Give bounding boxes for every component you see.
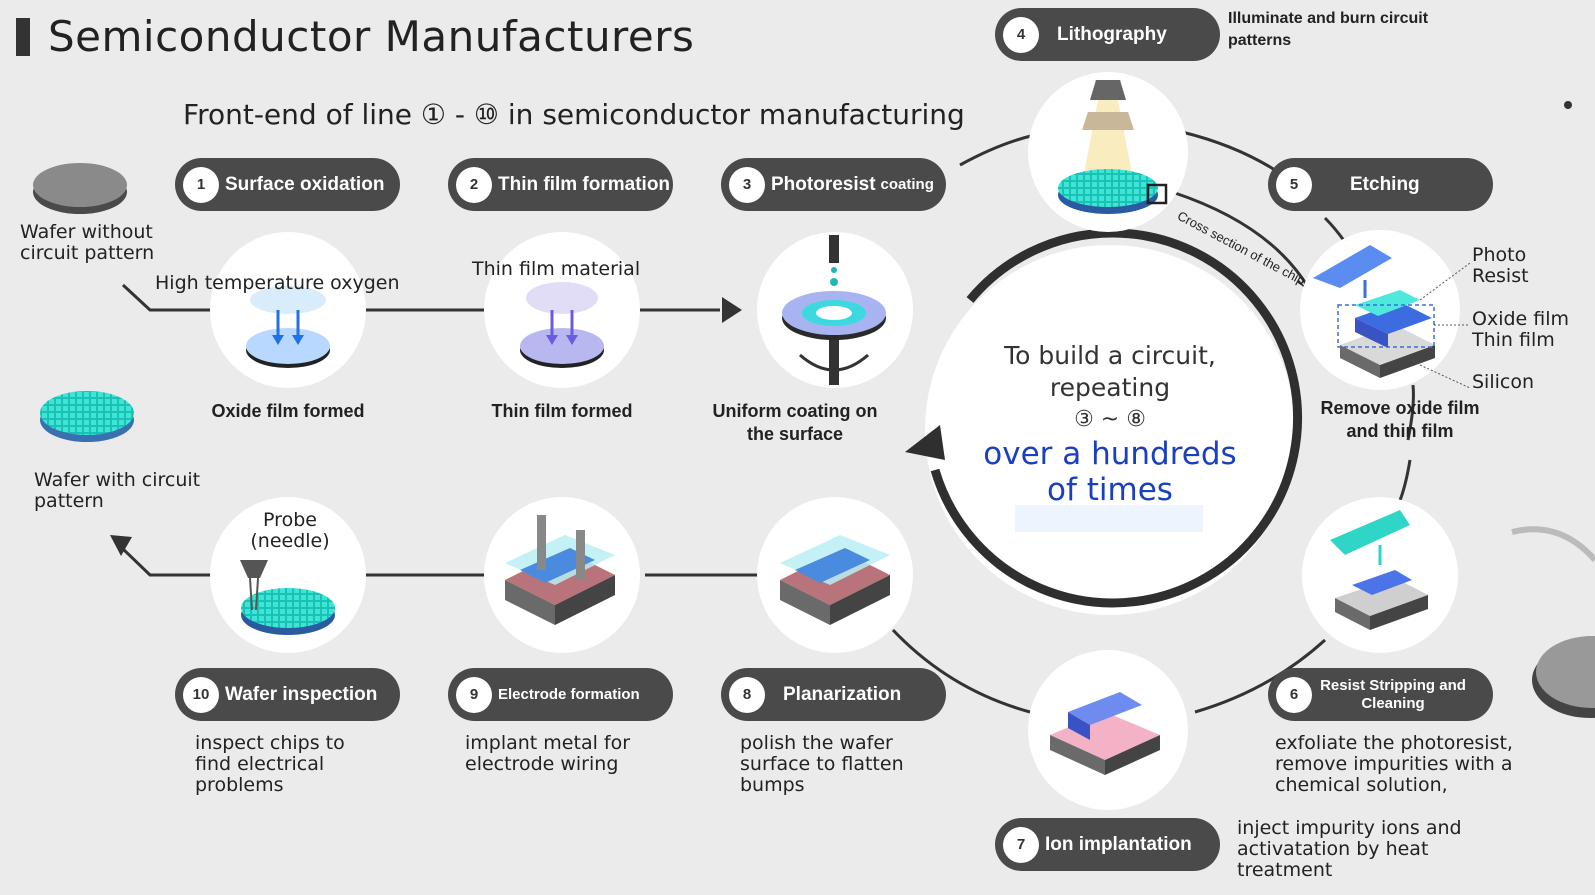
- electrode-icon: [505, 515, 615, 625]
- center-highlight-1: over a hundreds: [983, 436, 1237, 472]
- step-label: Planarization: [783, 683, 902, 705]
- step2-top-label: Thin film material: [472, 258, 641, 280]
- layer-label-photo-resist: Photo Resist: [1472, 244, 1529, 287]
- title-accent-bar: [16, 18, 30, 56]
- probe-icon: [240, 560, 335, 635]
- step-label: Lithography: [1057, 23, 1167, 45]
- step-number: 6: [1276, 676, 1312, 713]
- center-loop: [905, 228, 1303, 615]
- center-line-3: ③ ~ ⑧: [1074, 407, 1146, 432]
- oxidation-icon: [246, 286, 330, 368]
- flow-lines: [120, 130, 1415, 714]
- step1-top-label: High temperature oxygen: [155, 272, 400, 294]
- step-label: Surface oxidation: [225, 173, 385, 195]
- step7-note: inject impurity ions and activatation by…: [1237, 817, 1462, 881]
- step-number: 10: [183, 676, 219, 713]
- photoresist-icon: [782, 235, 886, 385]
- center-line-1: To build a circuit,: [1004, 341, 1216, 370]
- step9-note: implant metal for electrode wiring: [465, 732, 631, 775]
- step-label: Ion implantation: [1045, 833, 1192, 855]
- step-label: Wafer inspection: [225, 683, 378, 705]
- step-6-pill: 6 Resist Stripping and Cleaning: [1268, 668, 1493, 721]
- step-label: Thin film formation: [498, 173, 671, 195]
- step1-caption: Oxide film formed: [211, 401, 365, 421]
- step-2-pill: 2 Thin film formation: [448, 158, 673, 211]
- step-number: 7: [1003, 826, 1039, 863]
- etching-icon: [1313, 245, 1471, 389]
- ion-implantation-icon: [1050, 692, 1160, 775]
- step-number: 8: [729, 676, 765, 713]
- layer-label-silicon: Silicon: [1472, 371, 1535, 393]
- resist-stripping-icon: [1330, 510, 1428, 630]
- step-label: Resist Stripping and Cleaning: [1320, 676, 1466, 712]
- step-7-pill: 7 Ion implantation: [995, 818, 1220, 871]
- step-label: Photoresist: [771, 173, 876, 195]
- layer-label-thin-film: Thin film: [1472, 329, 1555, 351]
- lithography-icon: [1058, 80, 1168, 214]
- step-3-pill: 3 Photoresist coating: [721, 158, 946, 211]
- center-highlight-2: of times: [1047, 472, 1173, 508]
- planarization-icon: [780, 535, 890, 625]
- wafer-end-label: Wafer with circuit pattern: [34, 469, 201, 512]
- step-number: 5: [1276, 166, 1312, 203]
- step-10-pill: 10 Wafer inspection: [175, 668, 400, 721]
- step-number: 1: [183, 166, 219, 203]
- step4-note: Illuminate and burn circuit patterns: [1228, 10, 1429, 49]
- step-4-pill: 4 Lithography: [995, 8, 1220, 61]
- wafer-start-label: Wafer without circuit pattern: [20, 221, 155, 264]
- step-5-pill: 5 Etching: [1268, 158, 1493, 211]
- step6-note: exfoliate the photoresist, remove impuri…: [1275, 732, 1513, 796]
- step-number: 2: [456, 166, 492, 203]
- step-number: 9: [456, 676, 492, 713]
- plain-wafer-icon: [33, 163, 127, 214]
- step-label-small: coating: [880, 176, 934, 193]
- step-8-pill: 8 Planarization: [721, 668, 946, 721]
- step-label: Etching: [1350, 173, 1420, 195]
- step8-note: polish the wafer surface to flatten bump…: [740, 732, 904, 796]
- patterned-wafer-icon: [40, 391, 134, 442]
- step3-caption: Uniform coating on the surface: [712, 401, 878, 444]
- page-subtitle: Front-end of line ① - ⑩ in semiconductor…: [183, 98, 965, 131]
- step2-caption: Thin film formed: [491, 401, 633, 421]
- edge-decorations: [1511, 101, 1595, 718]
- center-line-2: repeating: [1049, 373, 1171, 402]
- layer-label-oxide-film: Oxide film: [1472, 308, 1570, 330]
- step-1-pill: 1 Surface oxidation: [175, 158, 400, 211]
- step-9-pill: 9 Electrode formation: [448, 668, 673, 721]
- center-text: To build a circuit, repeating ③ ~ ⑧ over…: [960, 340, 1260, 508]
- probe-label: Probe (needle): [250, 509, 330, 552]
- step5-caption: Remove oxide film and thin film: [1320, 398, 1480, 441]
- thin-film-icon: [520, 282, 604, 368]
- step10-note: inspect chips to find electrical problem…: [195, 732, 345, 796]
- page-title: Semiconductor Manufacturers: [48, 12, 695, 61]
- step-number: 3: [729, 166, 765, 203]
- step-label: Electrode formation: [498, 686, 640, 703]
- step-number: 4: [1003, 16, 1039, 53]
